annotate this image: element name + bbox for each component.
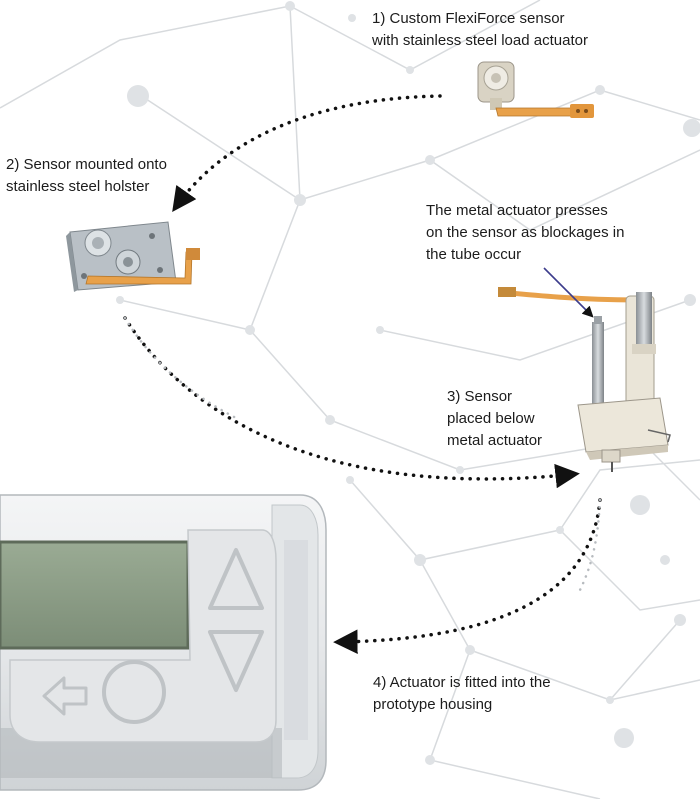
pump-screen bbox=[0, 540, 190, 650]
arrow-step2-to-step3 bbox=[123, 316, 580, 489]
caption-line: 2) Sensor mounted onto bbox=[6, 156, 167, 173]
annotation-line: the tube occur bbox=[426, 246, 522, 263]
faint-flow-segments bbox=[123, 316, 602, 592]
caption-line: placed below bbox=[447, 410, 535, 427]
annotation-line: on the sensor as blockages in bbox=[426, 224, 625, 241]
actuator-annotation: The metal actuator presses on the sensor… bbox=[426, 200, 624, 266]
caption-line: 1) Custom FlexiForce sensor bbox=[372, 10, 565, 27]
step-3-caption: 3) Sensor placed below metal actuator bbox=[447, 386, 542, 452]
annotation-line: The metal actuator presses bbox=[426, 202, 608, 219]
annotation-pointer bbox=[543, 267, 594, 318]
select-button-icon[interactable] bbox=[102, 660, 166, 724]
caption-line: 3) Sensor bbox=[447, 388, 513, 405]
step-1-caption: 1) Custom FlexiForce sensor with stainle… bbox=[372, 8, 588, 52]
up-arrow-icon[interactable] bbox=[208, 548, 264, 610]
arrow-step3-to-step4 bbox=[333, 498, 602, 654]
background-nodes bbox=[116, 1, 700, 765]
step-4-caption: 4) Actuator is fitted into the prototype… bbox=[373, 672, 551, 716]
arrow-step1-to-step2 bbox=[172, 94, 442, 213]
steel-holster-image bbox=[66, 221, 200, 292]
caption-line: stainless steel holster bbox=[6, 178, 150, 195]
flexiforce-sensor-image bbox=[477, 61, 594, 118]
caption-line: metal actuator bbox=[447, 432, 543, 449]
prototype-housing-image bbox=[0, 494, 327, 791]
caption-line: 4) Actuator is fitted into the bbox=[373, 674, 551, 691]
step-2-caption: 2) Sensor mounted onto stainless steel h… bbox=[6, 154, 167, 198]
down-arrow-icon[interactable] bbox=[208, 630, 264, 692]
caption-line: with stainless steel load actuator bbox=[372, 32, 588, 49]
actuator-assembly-image bbox=[498, 287, 671, 472]
flow-arrows bbox=[123, 94, 602, 654]
back-arrow-icon[interactable] bbox=[42, 676, 88, 716]
caption-line: prototype housing bbox=[373, 696, 493, 713]
